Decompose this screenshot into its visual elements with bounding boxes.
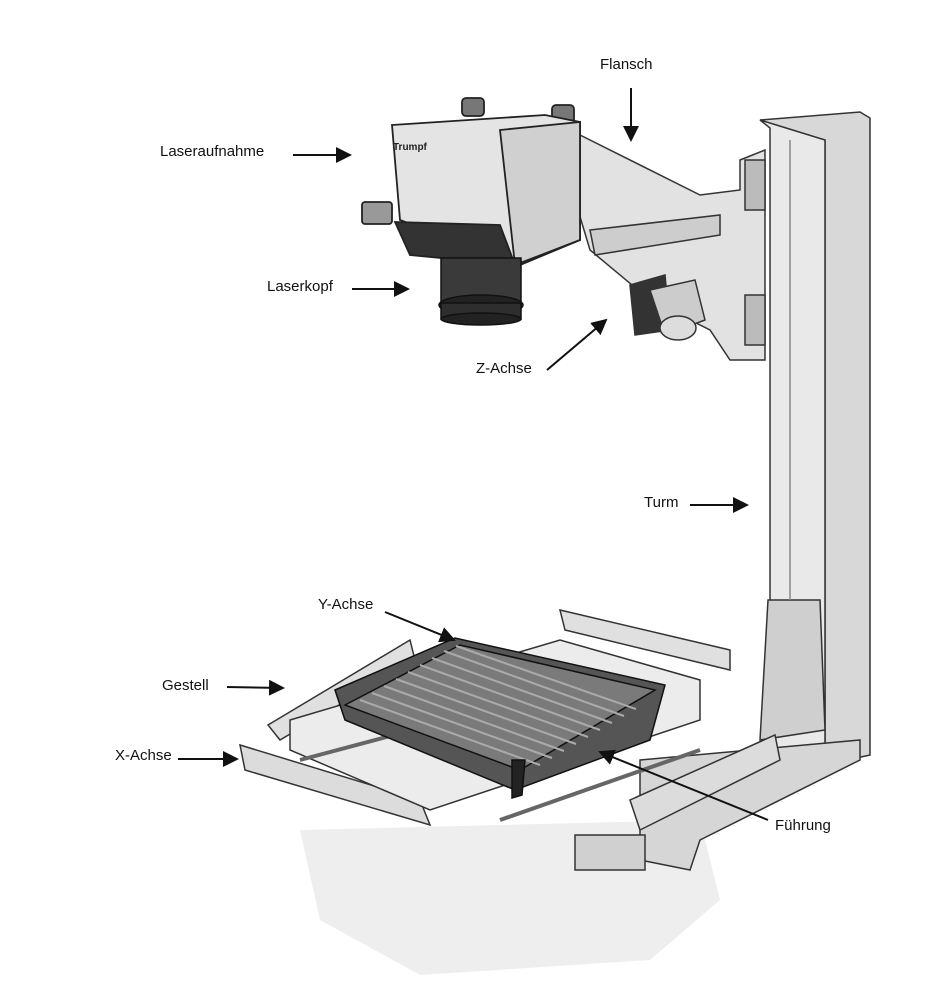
label-laserkopf: Laserkopf (267, 278, 333, 295)
label-y-achse: Y-Achse (318, 596, 374, 613)
laser-receptacle: Trumpf (361, 97, 581, 267)
label-z-achse: Z-Achse (476, 360, 532, 377)
arrow-y-achse (384, 611, 456, 643)
tower (759, 111, 871, 766)
arrow-gestell (226, 679, 285, 696)
label-gestell: Gestell (162, 677, 209, 694)
label-turm: Turm (644, 494, 679, 511)
label-laseraufnahme: Laseraufnahme (160, 143, 265, 160)
label-fuehrung: Führung (775, 817, 831, 834)
label-x-achse: X-Achse (115, 747, 172, 764)
logo-text: Trumpf (393, 142, 428, 153)
z-axis-motor (629, 274, 706, 341)
y-axis-table (334, 637, 666, 800)
label-flansch: Flansch (600, 56, 653, 73)
laser-head (438, 257, 524, 326)
flange (574, 133, 766, 361)
arrow-z-achse (546, 318, 608, 371)
arrow-fuehrung (598, 749, 769, 821)
